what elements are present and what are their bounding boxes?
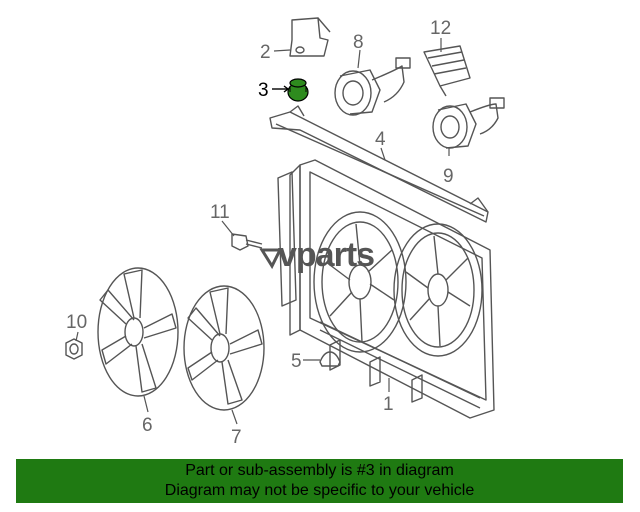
callout-10: 10	[66, 312, 87, 333]
part-4-support-bar	[269, 105, 489, 223]
callout-11: 11	[210, 202, 230, 223]
parts-diagram: vparts 2 3 8 12 4 9 11 10 5 1 6 7	[65, 17, 505, 448]
part-7-fan-blade	[183, 285, 265, 411]
part-9-fan-motor	[432, 97, 505, 149]
part-2-bracket	[289, 17, 331, 57]
part-5-grommet	[319, 351, 341, 367]
watermark-text: vparts	[278, 236, 374, 274]
callout-12: 12	[430, 18, 451, 39]
callout-6: 6	[142, 415, 153, 436]
callout-5: 5	[291, 351, 302, 372]
part-6-fan-blade	[97, 267, 179, 397]
leader-lines	[75, 38, 450, 425]
callout-7: 7	[231, 427, 242, 448]
part-3-grommet-highlighted	[272, 78, 309, 102]
part-11-bolt	[231, 233, 263, 251]
banner-line-1: Part or sub-assembly is #3 in diagram	[185, 462, 454, 479]
part-10-nut	[65, 338, 83, 360]
callout-1: 1	[383, 394, 394, 415]
part-1-fan-shroud	[277, 159, 495, 419]
part-8-fan-motor	[334, 57, 411, 116]
callout-3: 3	[258, 80, 269, 101]
vparts-watermark: vparts	[259, 236, 375, 274]
part-12-controller	[423, 45, 471, 97]
banner-line-2: Diagram may not be specific to your vehi…	[164, 482, 475, 499]
callout-4: 4	[375, 129, 386, 150]
callout-9: 9	[443, 166, 454, 187]
callout-2: 2	[260, 42, 271, 63]
callout-8: 8	[353, 32, 364, 53]
info-banner: Part or sub-assembly is #3 in diagram Di…	[16, 459, 623, 503]
